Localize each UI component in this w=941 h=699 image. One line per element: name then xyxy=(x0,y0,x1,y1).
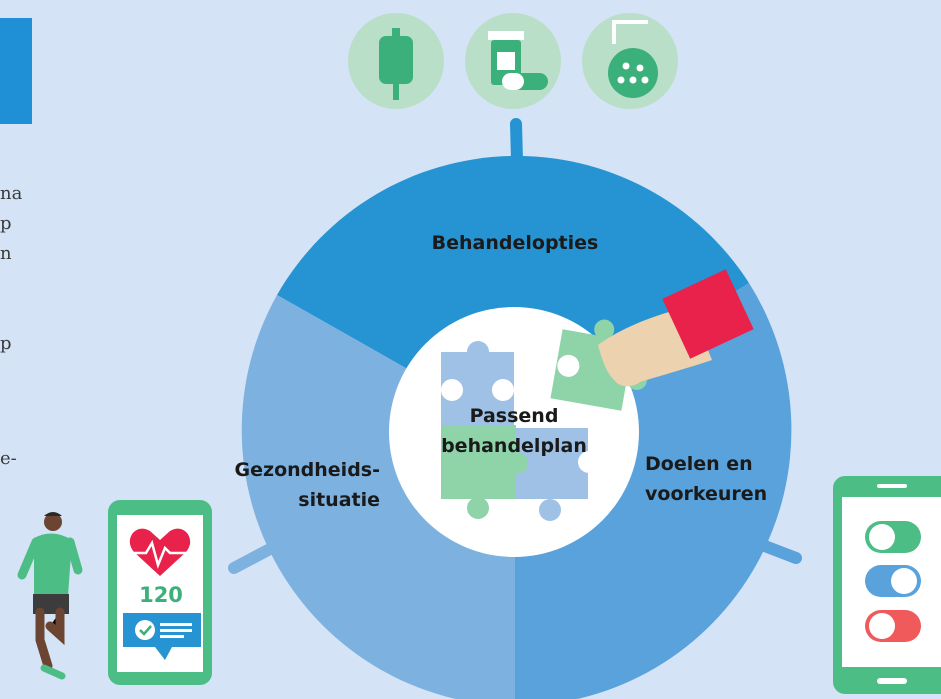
puzzle-icon xyxy=(441,341,600,521)
iv-bag-icon xyxy=(348,13,444,109)
spoke-top xyxy=(510,118,523,166)
text-fragment: e- xyxy=(0,448,17,469)
spoke-left xyxy=(228,544,274,574)
pill-bottle-icon xyxy=(465,13,561,109)
spoke-right xyxy=(756,539,802,564)
text-fragment: p xyxy=(0,213,12,234)
label-passend-behandelplan: Passend behandelplan xyxy=(441,405,587,457)
blue-header-block xyxy=(0,18,32,124)
text-fragment: p xyxy=(0,333,12,354)
text-fragment: n xyxy=(0,243,12,264)
segment-behandelopties xyxy=(277,155,749,430)
surgical-lamp-icon xyxy=(582,13,678,109)
label-doelen-en-voorkeuren: Doelen en voorkeuren xyxy=(645,453,768,505)
runner-icon xyxy=(17,512,83,680)
label-gezondheidssituatie: Gezondheids- situatie xyxy=(234,459,380,511)
heart-monitor-phone-icon xyxy=(108,500,212,685)
label-behandelopties: Behandelopties xyxy=(431,232,599,254)
heart-rate-value: 120 xyxy=(139,583,183,607)
hand-icon xyxy=(550,269,754,411)
text-fragment: na xyxy=(0,183,23,204)
toggle-settings-phone-icon xyxy=(833,476,941,694)
